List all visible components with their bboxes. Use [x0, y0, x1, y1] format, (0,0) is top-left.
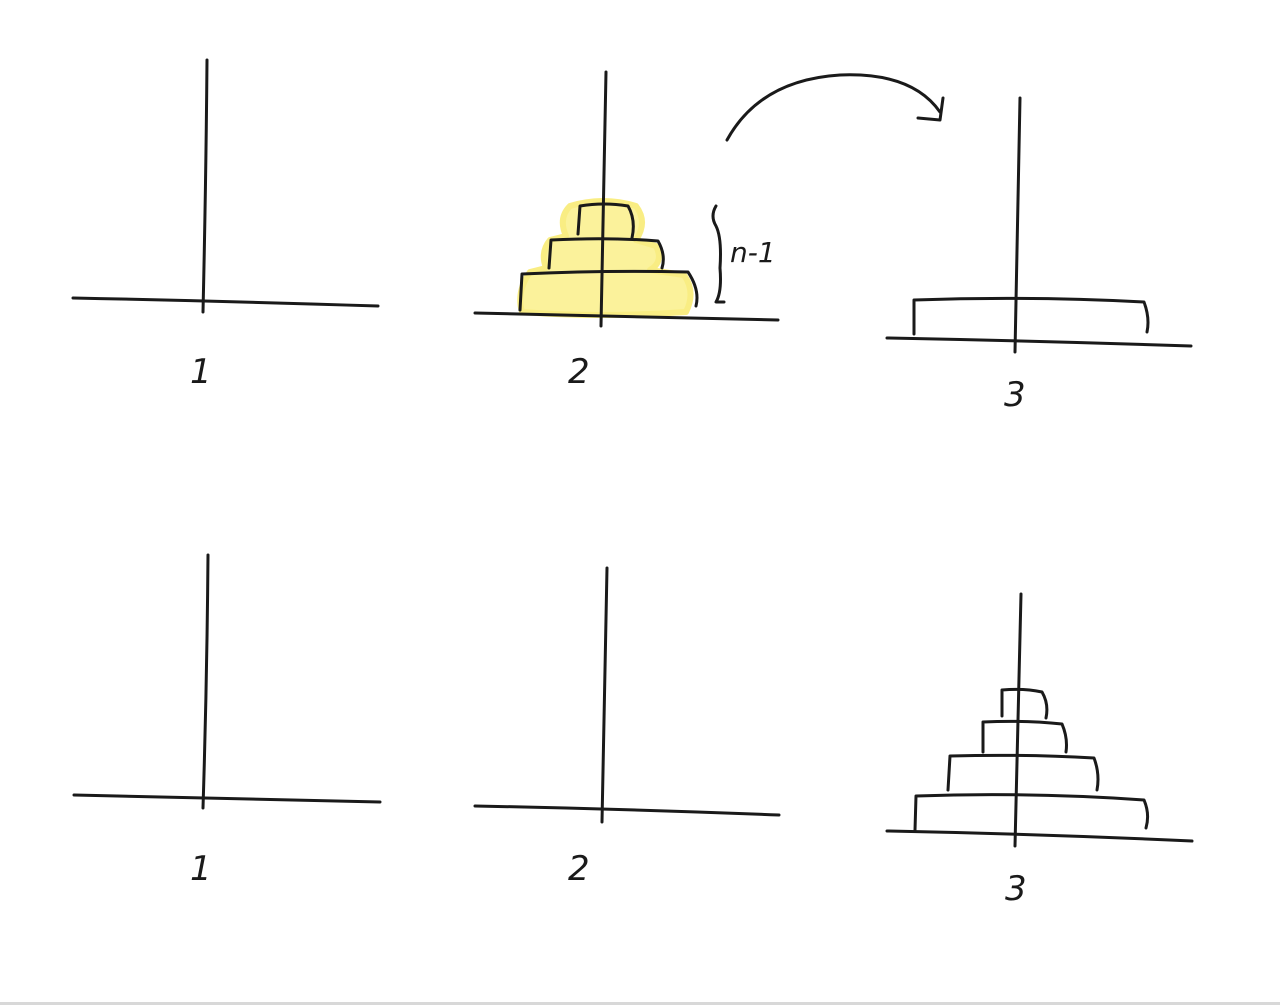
peg-base	[473, 804, 781, 817]
bottom-peg-2: 2	[473, 566, 781, 889]
top-row: 1 n-1 2 3	[71, 58, 1193, 415]
peg-base	[885, 336, 1193, 348]
peg-label: 2	[568, 849, 590, 889]
bottom-row: 1 2 3	[72, 553, 1194, 909]
page-bottom-rule	[0, 1002, 1280, 1005]
disk-4	[913, 793, 1150, 832]
brace	[711, 204, 726, 304]
stack-highlight	[517, 198, 694, 318]
top-peg-3: 3	[885, 96, 1193, 415]
bottom-peg-1: 1	[72, 553, 382, 889]
top-peg-1: 1	[71, 58, 380, 392]
peg-label: 1	[190, 352, 212, 392]
top-peg-2: n-1 2	[473, 70, 780, 392]
peg-label: 1	[190, 849, 212, 889]
peg-label: 3	[1005, 869, 1027, 909]
peg-post	[600, 566, 609, 824]
peg-label: 3	[1004, 375, 1026, 415]
disk-2	[981, 719, 1068, 754]
move-arrow	[725, 73, 945, 142]
arrow-head	[916, 96, 945, 122]
peg-base	[885, 829, 1194, 843]
peg-base	[72, 793, 382, 804]
disk-large	[518, 269, 699, 312]
disk-3	[946, 753, 1100, 792]
brace-label: n-1	[730, 236, 776, 269]
arrow-curve	[725, 73, 942, 142]
disk-small	[576, 202, 635, 240]
peg-base	[71, 296, 380, 308]
bottom-peg-3: 3	[885, 592, 1194, 909]
peg-label: 2	[568, 352, 590, 392]
disk-large	[912, 296, 1150, 336]
peg-post	[201, 58, 209, 314]
disk-medium	[547, 237, 665, 270]
disk-1	[1000, 687, 1049, 720]
peg-post	[1013, 96, 1022, 354]
peg-base	[473, 311, 780, 322]
peg-post	[201, 553, 210, 810]
peg-post	[599, 70, 608, 328]
